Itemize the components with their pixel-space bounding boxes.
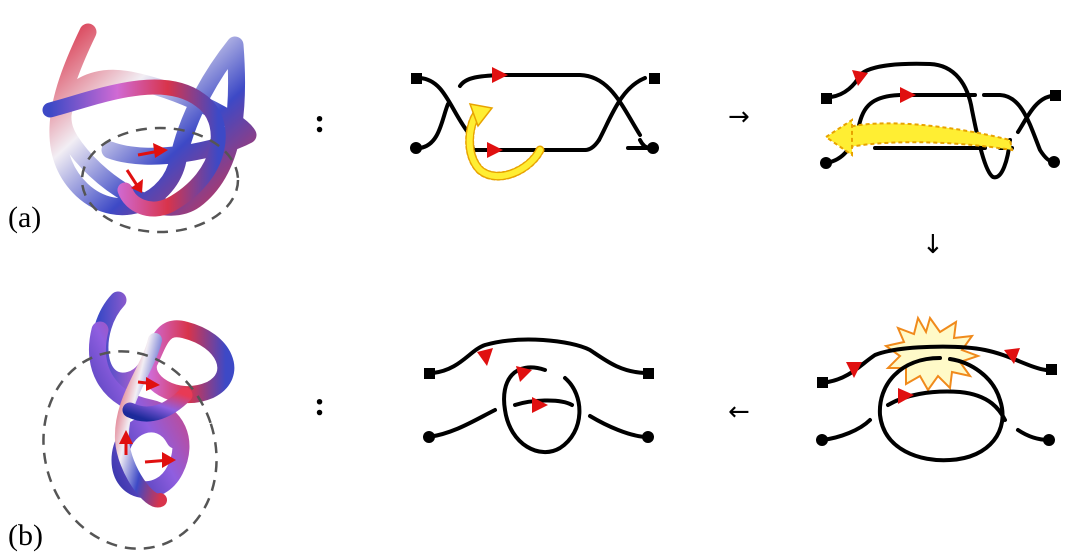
red-triangle-icon: [492, 67, 508, 83]
red-triangle-icon: [900, 87, 916, 103]
yellow-move-arrow-1: [465, 103, 545, 181]
square-endpoint-icon: [821, 93, 832, 104]
red-triangle-icon: [898, 388, 914, 404]
red-triangle-icon: [131, 179, 143, 193]
square-endpoint-icon: [817, 377, 828, 388]
square-endpoint-icon: [424, 368, 435, 379]
red-triangle-icon: [119, 430, 133, 444]
arrow-left: ←: [728, 397, 750, 427]
red-triangle-icon: [852, 70, 868, 86]
knot-3d-b: [42, 291, 235, 550]
dashed-circle-b: [42, 350, 218, 550]
panel-label-b: (b): [8, 519, 43, 552]
square-endpoint-icon: [649, 73, 660, 84]
arrow-down: ↓: [922, 230, 944, 260]
orientation-arrows-1: [487, 67, 508, 158]
tangle-diagram-1: [410, 73, 660, 154]
red-triangle-icon: [487, 142, 503, 158]
orientation-arrows-4: [477, 348, 548, 413]
yellow-move-arrow-2: [824, 118, 1014, 157]
dashed-circle-a: [80, 126, 240, 234]
red-triangle-icon: [846, 362, 862, 378]
red-triangle-icon: [1004, 348, 1020, 364]
square-endpoint-icon: [643, 368, 654, 379]
red-triangle-icon: [532, 397, 548, 413]
colon-b: :: [314, 386, 325, 423]
square-endpoint-icon: [1046, 364, 1057, 375]
red-triangle-icon: [516, 366, 532, 382]
red-triangle-icon: [477, 348, 493, 366]
panel-label-a: (a): [8, 201, 41, 234]
arrow-right: →: [728, 102, 750, 132]
knot-3d-a: [42, 23, 257, 234]
round-endpoint-icon: [647, 142, 659, 154]
red-triangle-icon: [162, 452, 176, 468]
red-triangle-icon: [146, 377, 160, 391]
round-endpoint-icon: [410, 142, 422, 154]
tangle-diagram-4: [423, 337, 654, 455]
square-endpoint-icon: [411, 73, 422, 84]
crossing-change-burst: [883, 315, 981, 392]
red-triangle-icon: [153, 143, 168, 158]
orientation-arrows-2: [852, 70, 916, 103]
colon-a: :: [314, 103, 325, 140]
orientation-arrows-3: [846, 348, 1020, 404]
square-endpoint-icon: [1050, 90, 1061, 101]
